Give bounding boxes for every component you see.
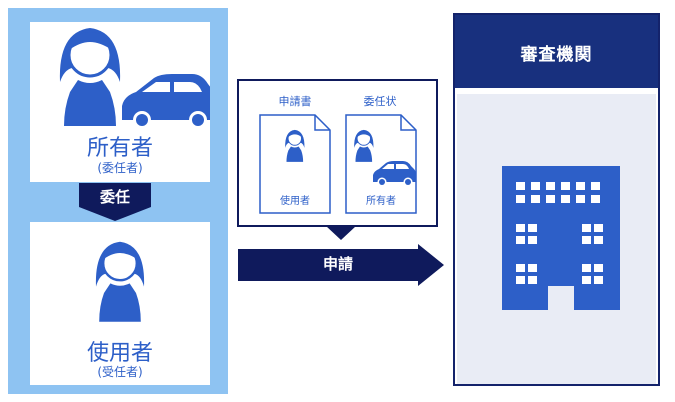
apply-arrow [238, 244, 444, 286]
power-of-attorney-caption: 所有者 [366, 196, 396, 207]
power-of-attorney-title: 委任状 [363, 95, 397, 108]
application-form-title: 申請書 [278, 95, 312, 108]
application-form-caption: 使用者 [280, 196, 310, 207]
documents-pointer [326, 226, 356, 240]
user-label: 使用者 [86, 341, 153, 366]
owner-label: 所有者 [86, 136, 153, 161]
car-icon [373, 161, 416, 187]
owner-panel: 所有者 (委任者) [30, 22, 210, 182]
delegation-label: 委任 [99, 188, 130, 206]
application-form-document [259, 114, 331, 214]
person-icon [59, 28, 121, 126]
person-icon [285, 129, 305, 162]
car-icon [122, 74, 210, 129]
user-sub-label: (受任者) [97, 365, 143, 379]
review-authority-title: 審査機関 [520, 45, 593, 65]
owner-with-car-icon [59, 28, 210, 129]
power-of-attorney-document [345, 114, 417, 214]
person-icon [354, 129, 374, 162]
user-panel: 使用者 (受任者) [30, 222, 210, 385]
building-icon [502, 166, 620, 310]
delegation-arrow [79, 183, 151, 221]
review-authority-header [455, 15, 658, 88]
person-icon [95, 241, 145, 322]
owner-sub-label: (委任者) [97, 161, 143, 175]
apply-label: 申請 [322, 255, 353, 273]
